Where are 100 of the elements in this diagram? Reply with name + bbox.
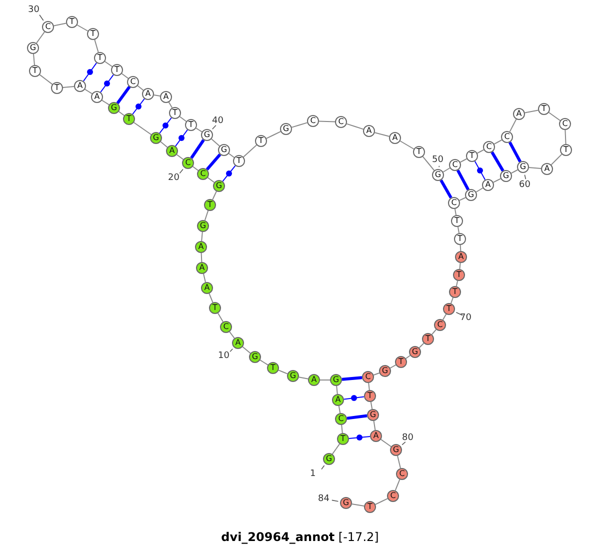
- base-circle: T: [267, 362, 279, 374]
- base-circle: T: [94, 52, 106, 64]
- base-circle: A: [332, 394, 344, 406]
- base-circle: C: [449, 159, 461, 171]
- base-circle: T: [364, 390, 376, 402]
- base-circle: T: [466, 150, 478, 162]
- backbone-line: [338, 405, 341, 414]
- base-circle: T: [453, 269, 465, 281]
- base-circle: A: [455, 251, 467, 263]
- base-circle: T: [87, 28, 99, 40]
- backbone-line: [208, 293, 214, 303]
- base-circle: T: [449, 286, 461, 298]
- backbone-line: [153, 94, 161, 96]
- base-circle: C: [483, 141, 495, 153]
- backbone-line: [160, 141, 168, 148]
- backbone-line: [229, 331, 235, 339]
- backbone-line: [524, 110, 539, 114]
- base-pair-line: [175, 129, 188, 147]
- backbone-line: [459, 262, 461, 270]
- base-circle: T: [443, 303, 455, 315]
- base-circle: C: [197, 168, 209, 180]
- backbone-line: [179, 116, 187, 122]
- base-circle: T: [111, 64, 123, 76]
- base-pair-line: [83, 62, 97, 82]
- base-circle: C: [448, 197, 460, 209]
- base-pair-line: [490, 151, 504, 172]
- backbone-line: [476, 149, 484, 154]
- base-circle: G: [432, 169, 444, 181]
- base-circle: T: [337, 433, 349, 445]
- backbone-line: [509, 118, 517, 132]
- base-circle: T: [66, 16, 78, 28]
- base-circle: T: [233, 155, 245, 167]
- backbone-line: [102, 100, 110, 106]
- position-number: 40: [212, 116, 224, 126]
- base-circle: G: [280, 123, 292, 135]
- base-circle: T: [454, 233, 466, 245]
- base-pair-line: [440, 179, 452, 199]
- backbone-line: [373, 420, 376, 431]
- base-circle: G: [218, 144, 230, 156]
- backbone-line: [291, 122, 308, 128]
- position-number: 70: [460, 313, 472, 323]
- base-pair-line: [344, 396, 364, 400]
- backbone-line: [204, 210, 209, 221]
- backbone-line: [397, 455, 401, 469]
- backbone-line: [374, 132, 390, 137]
- backbone-line: [374, 498, 388, 505]
- base-circle: T: [413, 146, 425, 158]
- backbone-line: [266, 131, 282, 139]
- base-circle: T: [169, 107, 181, 119]
- backbone-line: [53, 22, 67, 26]
- backbone-line: [242, 144, 258, 158]
- backbone-line: [548, 112, 561, 121]
- backbone-line: [341, 424, 343, 434]
- base-circle: T: [185, 119, 197, 131]
- backbone-line: [332, 443, 340, 455]
- base-circle: G: [287, 370, 299, 382]
- base-pair-line: [508, 142, 522, 162]
- backbone-line: [278, 370, 288, 374]
- backbone-line: [450, 297, 454, 304]
- base-pair-line: [222, 165, 236, 182]
- backbone-line: [346, 123, 364, 130]
- base-circle: T: [451, 215, 463, 227]
- base-circle: C: [434, 319, 446, 331]
- base-circle: C: [559, 118, 571, 130]
- base-circle: A: [370, 430, 382, 442]
- backbone-line: [298, 376, 309, 380]
- backbone-line: [494, 139, 502, 145]
- base-circle: G: [379, 365, 391, 377]
- base-circle: G: [27, 42, 39, 54]
- backbone-line: [242, 346, 251, 354]
- position-number: 50: [432, 155, 444, 165]
- base-circle: C: [220, 321, 232, 333]
- base-circle: A: [195, 241, 207, 253]
- backbone-line: [460, 158, 468, 163]
- base-circle: C: [127, 76, 139, 88]
- backbone-line: [442, 314, 447, 320]
- backbone-line: [373, 372, 380, 376]
- base-circle: A: [91, 91, 103, 103]
- backbone-line: [76, 24, 88, 32]
- backbone-line: [133, 122, 152, 135]
- backbone-line: [418, 342, 424, 348]
- base-circle: C: [335, 116, 347, 128]
- position-number: 60: [519, 180, 530, 190]
- backbone-line: [528, 167, 542, 169]
- base-circle: A: [482, 179, 494, 191]
- backbone-line: [336, 386, 338, 394]
- base-circle: G: [108, 102, 120, 114]
- base-circle: A: [196, 262, 208, 274]
- backbone-line: [212, 190, 217, 200]
- base-circle: A: [389, 132, 401, 144]
- backbone-line: [422, 156, 435, 171]
- position-number: 80: [402, 433, 414, 443]
- backbone-line: [211, 138, 220, 146]
- backbone-line: [39, 74, 53, 85]
- base-circle: G: [201, 129, 213, 141]
- base-pair-line: [474, 160, 486, 180]
- base-circle: T: [422, 333, 434, 345]
- base-pair-line: [342, 376, 362, 381]
- base-circle: T: [560, 144, 572, 156]
- base-circle: C: [387, 490, 399, 502]
